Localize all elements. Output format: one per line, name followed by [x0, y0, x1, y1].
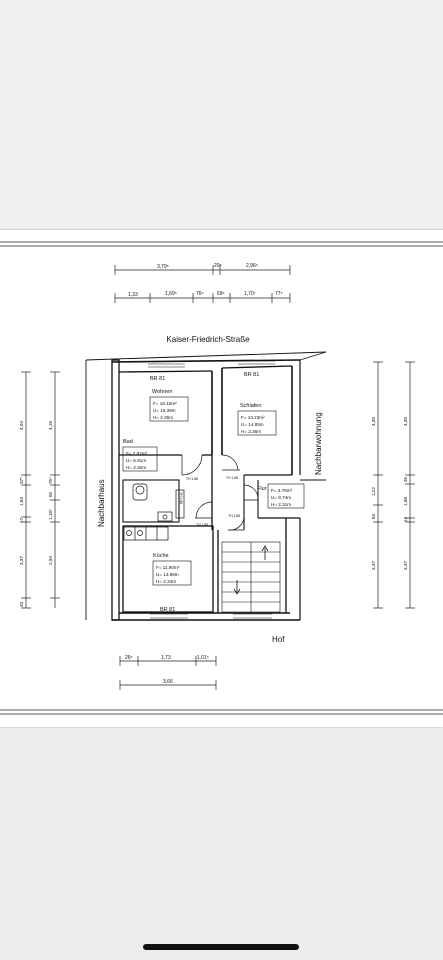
dim-right-1: 4,49	[371, 417, 376, 426]
windows	[148, 360, 275, 619]
svg-text:U= 16.39m: U= 16.39m	[153, 408, 176, 413]
dim-top-1: 3,79⁵	[157, 264, 169, 270]
svg-text:H= 2.36m: H= 2.36m	[241, 429, 261, 434]
room-name-kueche: Küche	[153, 553, 169, 559]
dim-right-6: 35	[403, 476, 408, 482]
svg-text:U= 8.74m: U= 8.74m	[271, 495, 291, 500]
bottom-dimension-chain	[119, 656, 217, 690]
svg-text:H= 2.36m: H= 2.36m	[153, 415, 173, 420]
door-label-3: TH 1.88	[228, 514, 240, 518]
dim-right-2: 1,22	[371, 487, 376, 496]
door-label-1: TH 1.88	[186, 477, 198, 481]
door-label-4: TH 1.88	[196, 523, 208, 527]
dim-right-4: 3,37	[371, 561, 376, 570]
room-name-bad: Bad	[123, 439, 133, 445]
dim-left-5: 3,37	[19, 556, 24, 565]
room-info-schlafen: F= 13.23m² U= 14.85m H= 2.36m	[237, 410, 277, 436]
room-name-wohnen: Wohnen	[152, 389, 172, 395]
window-label-kueche: BR 81	[160, 607, 175, 613]
door-label-5: TH 1.88	[179, 492, 183, 504]
svg-text:F= 13.23m²: F= 13.23m²	[241, 415, 265, 420]
dim-left-8: 75⁵	[48, 477, 53, 484]
room-name-schlafen: Schlafen	[240, 403, 261, 409]
floor-plan-drawing: 3,79⁵ 20⁵ 2,96⁵ 1,33 1,69⁵ 76⁵ 69⁵ 1,70⁷…	[0, 241, 443, 715]
dim-left-6: 33	[19, 601, 24, 607]
dim-top-3: 2,96⁵	[246, 263, 258, 269]
dim-right-5: 4,49	[403, 417, 408, 426]
svg-text:F= 16.10m²: F= 16.10m²	[153, 401, 177, 406]
street-name: Kaiser-Friedrich-Straße	[166, 335, 250, 344]
dim-bottom-1: 26⁵	[125, 655, 133, 661]
left-dimension-chains	[21, 371, 60, 609]
bottom-blank-area	[0, 728, 443, 960]
dim-right-3: 84	[371, 513, 376, 519]
dim-top-2: 20⁵	[214, 263, 222, 269]
room-name-flur: Flur	[257, 486, 267, 492]
kitchen-counter	[123, 526, 169, 541]
dim-left-3: 1,63	[19, 497, 24, 506]
dim-left-9: 65	[48, 491, 53, 497]
room-info-bad: F= 2.97m² U= 6.91m H= 2.32m	[122, 446, 158, 472]
neighbor-apartment-label: Nachbarwohnung	[314, 412, 323, 475]
floor-plan-sheet: 3,79⁵ 20⁵ 2,96⁵ 1,33 1,69⁵ 76⁵ 69⁵ 1,70⁷…	[0, 230, 443, 727]
dim-right-9: 3,37	[403, 561, 408, 570]
dim-left-7: 4,18	[48, 421, 53, 430]
home-indicator[interactable]	[143, 944, 299, 950]
room-info-wohnen: F= 16.10m² U= 16.39m H= 2.36m	[149, 396, 189, 422]
svg-text:F= 2.97m²: F= 2.97m²	[126, 451, 148, 456]
svg-text:H= 2.31m: H= 2.31m	[271, 502, 291, 507]
dim-bottom-2: 1,73	[161, 655, 171, 661]
dim-bottom-4: 3,66	[163, 679, 173, 685]
svg-text:U= 6.91m: U= 6.91m	[126, 458, 146, 463]
top-dimension-chain	[114, 265, 291, 303]
courtyard-label: Hof	[272, 635, 285, 644]
room-info-kueche: F= 11.90m² U= 13.86m H= 2.34m	[152, 560, 192, 586]
svg-text:H= 2.32m: H= 2.32m	[126, 465, 146, 470]
dim-left-10: 1,18⁵	[48, 509, 53, 520]
svg-text:U= 13.86m: U= 13.86m	[156, 572, 179, 577]
dim-top-9: 77⁵	[275, 291, 283, 297]
neighbor-house-label: Nachbarhaus	[97, 479, 106, 527]
dim-right-7: 1,68	[403, 497, 408, 506]
svg-text:H= 2.34m: H= 2.34m	[156, 579, 176, 584]
top-blank-area	[0, 0, 443, 228]
window-label-wohnen: BR 81	[150, 376, 165, 382]
dim-left-2: 37⁵	[19, 477, 24, 484]
door-label-2: TH 1.88	[226, 476, 238, 480]
room-info-flur: F= 3.78m² U= 8.74m H= 2.31m	[267, 483, 305, 509]
dim-top-6: 76⁵	[196, 291, 204, 297]
dim-right-8: 14	[403, 516, 408, 522]
building-walls	[85, 351, 327, 621]
staircase	[221, 541, 281, 613]
right-dimension-chains	[373, 361, 415, 609]
dim-top-5: 1,69⁵	[165, 291, 177, 297]
bathroom-fixtures	[132, 483, 185, 522]
dim-top-7: 69⁵	[217, 291, 225, 297]
doors	[181, 454, 259, 531]
svg-text:F= 3.78m²: F= 3.78m²	[271, 488, 293, 493]
window-label-schlafen: BR 81	[244, 372, 259, 378]
dim-left-11: 2,94	[48, 556, 53, 565]
dim-bottom-3: 1,01⁵	[197, 655, 209, 661]
dim-top-8: 1,70⁷	[244, 291, 256, 297]
dim-left-4: 17	[19, 517, 24, 523]
dim-left-1: 4,04	[19, 421, 24, 430]
svg-text:F= 11.90m²: F= 11.90m²	[156, 565, 180, 570]
svg-text:U= 14.85m: U= 14.85m	[241, 422, 264, 427]
dim-top-4: 1,33	[128, 292, 138, 298]
